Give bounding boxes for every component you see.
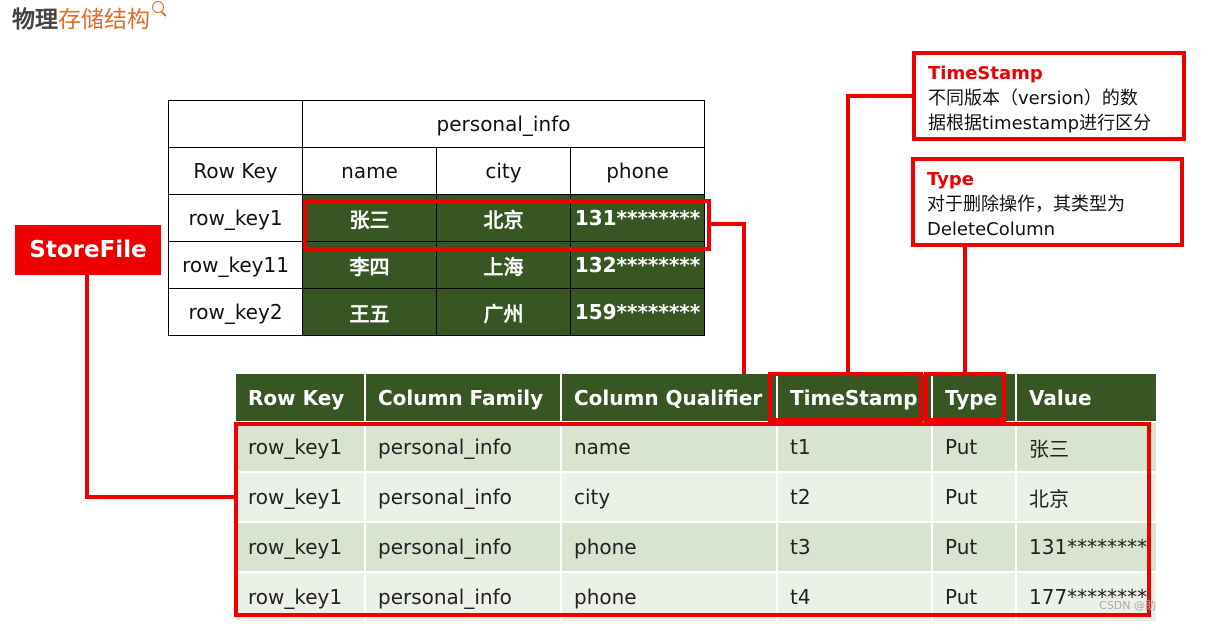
- cell-column-family: personal_info: [365, 571, 562, 621]
- cell-timestamp: t4: [777, 571, 933, 621]
- type-callout-title: Type: [927, 169, 974, 190]
- column-header-phone: phone: [570, 147, 705, 195]
- cell-type: Put: [932, 421, 1017, 472]
- table-row: row_key2 王五 广州 159********: [168, 288, 705, 336]
- connector-row-key1-v: [742, 222, 746, 374]
- timestamp-callout-title: TimeStamp: [928, 63, 1043, 84]
- cell-column-qualifier: city: [561, 471, 778, 522]
- connector-row-key1-h: [711, 222, 746, 226]
- cell-value: 177********: [1016, 571, 1158, 621]
- data-cell: 广州: [436, 288, 571, 336]
- timestamp-callout: TimeStamp 不同版本（version）的数 据根据timestamp进行…: [912, 51, 1186, 141]
- cell-column-qualifier: name: [561, 421, 778, 472]
- table-row: row_key1 personal_info phone t4 Put 177*…: [236, 571, 1158, 621]
- row-key-cell: row_key2: [168, 288, 303, 336]
- cell-column-family: personal_info: [365, 471, 562, 522]
- cell-type: Put: [932, 521, 1017, 572]
- data-cell: 王五: [302, 288, 437, 336]
- empty-corner-cell: [168, 100, 303, 148]
- data-cell: 159********: [570, 288, 705, 336]
- header-timestamp: TimeStamp: [777, 374, 933, 422]
- cell-value: 张三: [1016, 421, 1158, 472]
- connector-type-v: [963, 246, 967, 374]
- header-column-qualifier: Column Qualifier: [561, 374, 778, 422]
- storefile-label: StoreFile: [15, 225, 161, 275]
- header-value: Value: [1016, 374, 1158, 422]
- cell-row-key: row_key1: [236, 571, 366, 621]
- cell-column-family: personal_info: [365, 421, 562, 472]
- storefile-table: Row Key Column Family Column Qualifier T…: [236, 374, 1158, 621]
- table-row: row_key1 personal_info city t2 Put 北京: [236, 471, 1158, 522]
- row-key1-highlight: [303, 199, 711, 251]
- row-key-cell: row_key1: [168, 194, 303, 242]
- type-header-highlight: [924, 372, 1006, 422]
- connector-timestamp-h: [846, 94, 914, 98]
- cell-row-key: row_key1: [236, 471, 366, 522]
- type-callout: Type 对于删除操作，其类型为 DeleteColumn: [911, 157, 1184, 247]
- column-header-name: name: [302, 147, 437, 195]
- cell-column-family: personal_info: [365, 521, 562, 572]
- connector-storefile-v: [85, 275, 89, 499]
- type-callout-line1: 对于删除操作，其类型为: [927, 194, 1125, 215]
- title-part1: 物理: [12, 7, 58, 33]
- search-icon[interactable]: [152, 1, 164, 13]
- column-header-city: city: [436, 147, 571, 195]
- cell-value: 131********: [1016, 521, 1158, 572]
- connector-timestamp-v: [846, 94, 850, 374]
- page-title: 物理存储结构: [12, 1, 164, 36]
- cell-timestamp: t1: [777, 421, 933, 472]
- header-column-family: Column Family: [365, 374, 562, 422]
- storefile-header-row: Row Key Column Family Column Qualifier T…: [236, 374, 1158, 422]
- cell-type: Put: [932, 471, 1017, 522]
- row-key-cell: row_key11: [168, 241, 303, 289]
- table-row: row_key1 personal_info name t1 Put 张三: [236, 421, 1158, 472]
- timestamp-callout-line2: 据根据timestamp进行区分: [928, 113, 1152, 134]
- cell-row-key: row_key1: [236, 521, 366, 572]
- cell-column-qualifier: phone: [561, 521, 778, 572]
- table-row: row_key1 personal_info phone t3 Put 131*…: [236, 521, 1158, 572]
- type-callout-line2: DeleteColumn: [927, 219, 1056, 240]
- row-key-header: Row Key: [168, 147, 303, 195]
- timestamp-callout-line1: 不同版本（version）的数: [928, 88, 1138, 109]
- cell-value: 北京: [1016, 471, 1158, 522]
- cell-timestamp: t2: [777, 471, 933, 522]
- watermark: CSDN @助: [1099, 599, 1156, 612]
- cell-type: Put: [932, 571, 1017, 621]
- title-part2: 存储结构: [58, 7, 150, 33]
- header-row-key: Row Key: [236, 374, 366, 422]
- column-family-header: personal_info: [302, 100, 705, 148]
- connector-storefile-h: [85, 495, 236, 499]
- cell-column-qualifier: phone: [561, 571, 778, 621]
- timestamp-header-highlight: [768, 372, 923, 422]
- storefile-rows-highlight: [234, 422, 1151, 617]
- cell-row-key: row_key1: [236, 421, 366, 472]
- cell-timestamp: t3: [777, 521, 933, 572]
